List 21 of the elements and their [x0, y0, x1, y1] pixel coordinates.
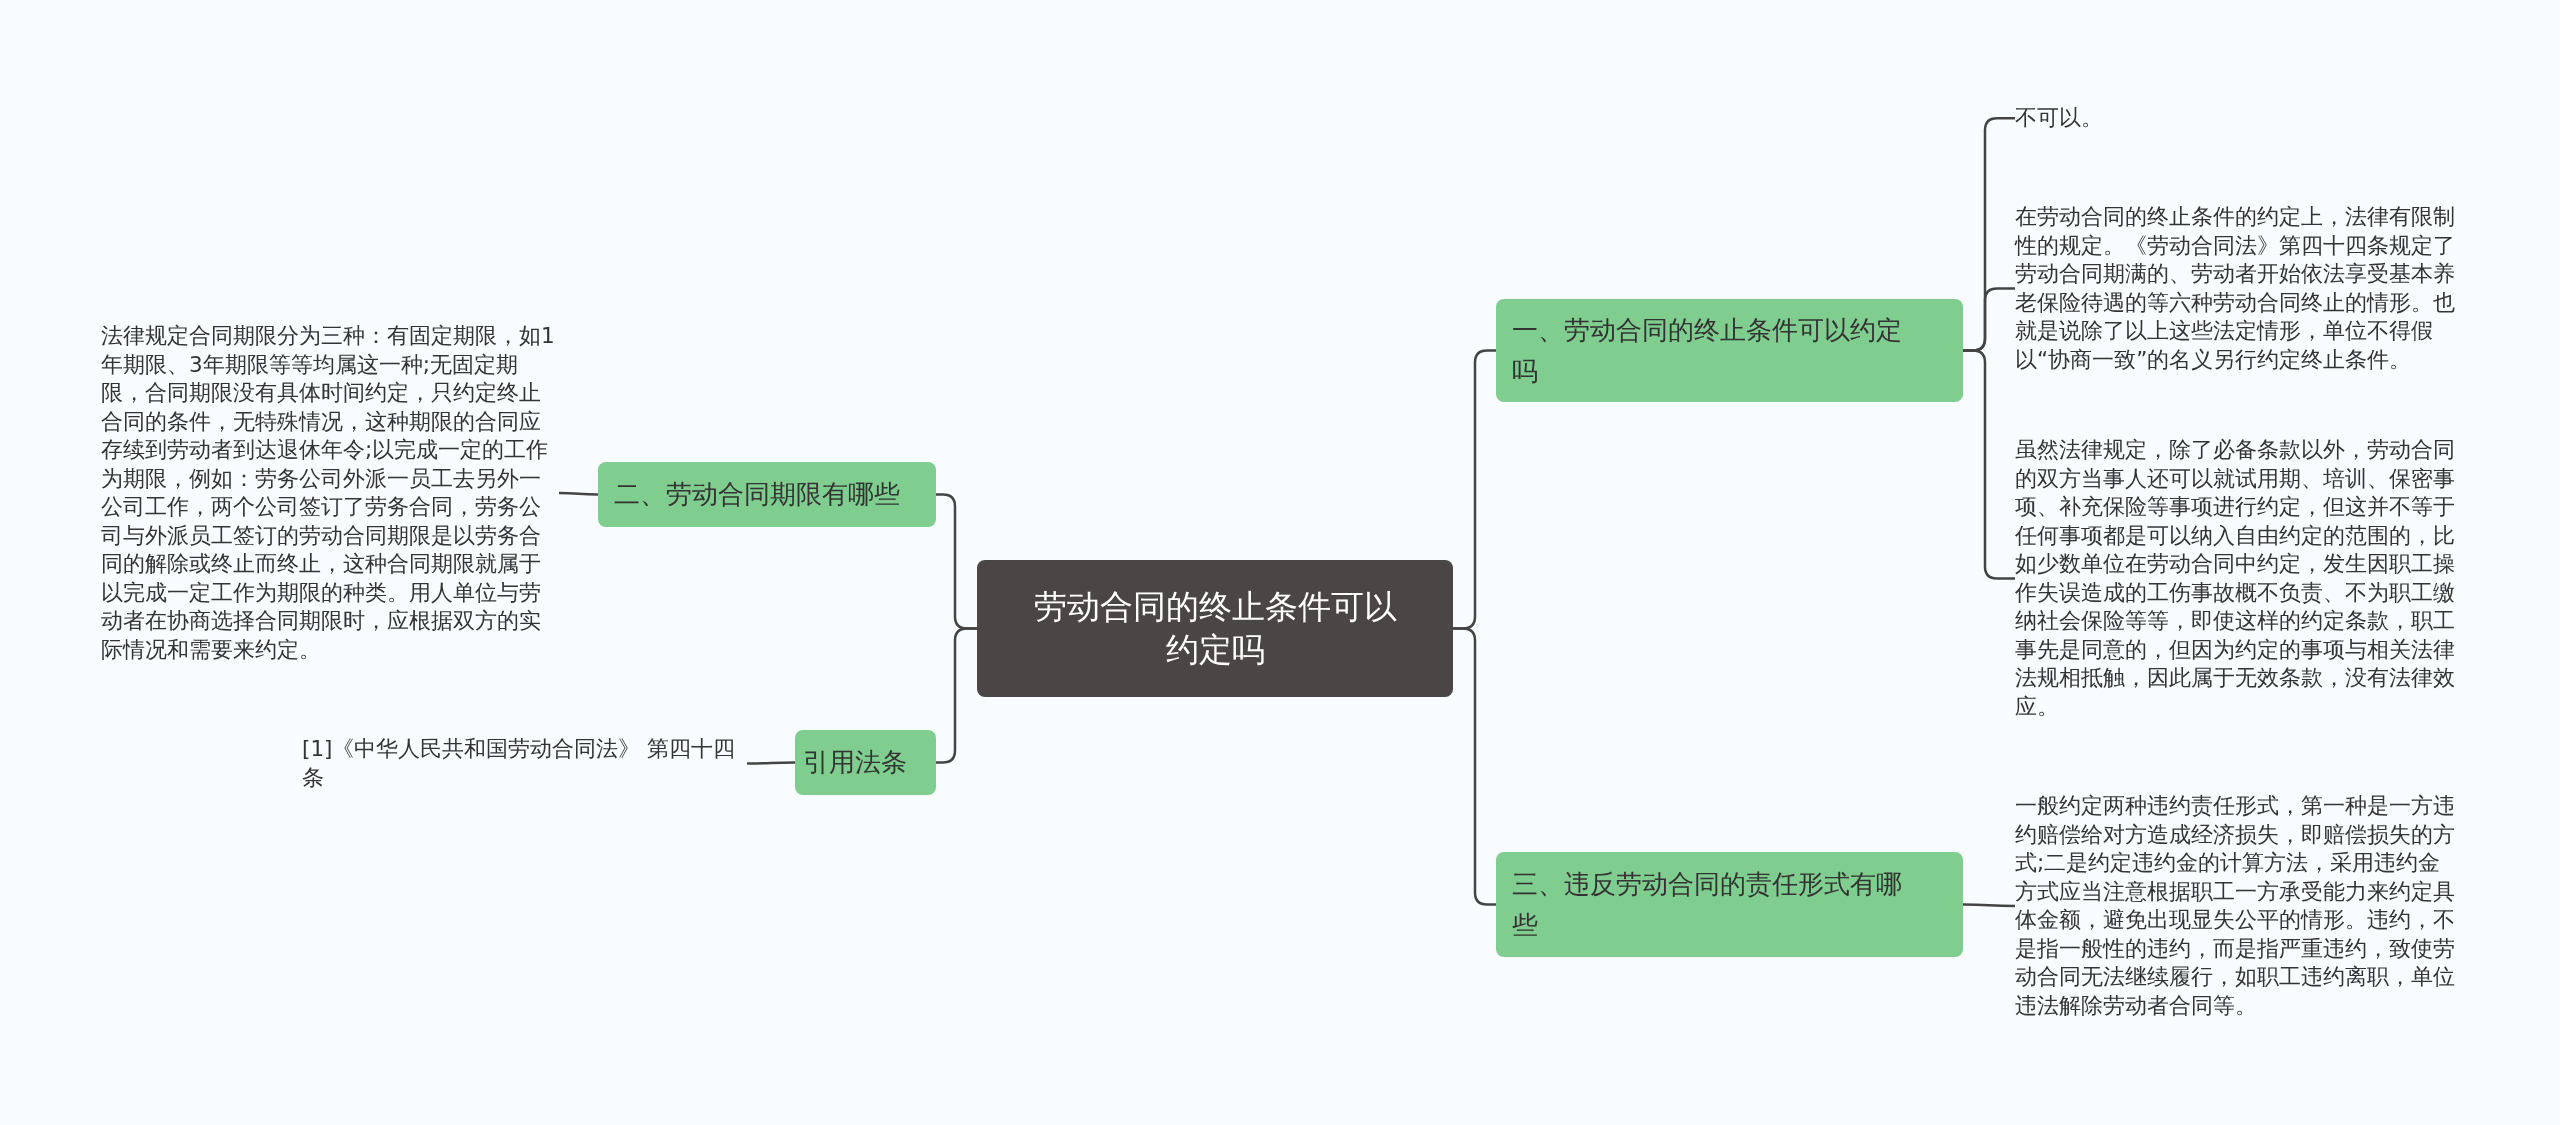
topic-box: [598, 462, 936, 527]
note-text: 法律规定合同期限分为三种：有固定期限，如1年期限、3年期限等等均属这一种;无固定期限，合同期限没有具体时间约定，只约定终止合同的条件，无特殊情况，这种期限的合同应存续到劳动者到达退休年令;以完成一定的工作为期限，例如：劳务公司外派一员工去另外一公司工作，两个公司签订了劳务合同，劳务公司与外派员工签订的劳动合同期限是以劳务合同的解除或终止而终止，这种合同期限就属于以完成一定工作为期限的种类。用人单位与劳动者在协商选择合同期限时，应根据双方的实际情况和需要来约定。: [101, 322, 559, 664]
note-text: 不可以。: [2015, 104, 2460, 133]
connector-line: [936, 627, 977, 764]
note-text: [1]《中华人民共和国劳动合同法》 第四十四条: [302, 735, 747, 792]
connector-line: [1453, 627, 1496, 906]
central-topic-text: 劳动合同的终止条件可以约定吗: [1032, 585, 1398, 671]
note-text: 虽然法律规定，除了必备条款以外，劳动合同的双方当事人还可以就试用期、培训、保密事项、补充保险等事项进行约定，但这并不等于任何事项都是可以纳入自由约定的范围的，比如少数单位在劳动合同中约定，发生因职工操作失误造成的工伤事故概不负责、不为职工缴纳社会保险等等，即使这样的约定条款，职工事先是同意的，但因为约定的事项与相关法律法规相抵触，因此属于无效条款，没有法律效应。: [2015, 436, 2460, 721]
topic-text: 三、违反劳动合同的责任形式有哪些: [1512, 868, 1903, 942]
note-text: 一般约定两种违约责任形式，第一种是一方违约赔偿给对方造成经济损失，即赔偿损失的方式;二是约定违约金的计算方法，采用违约金方式应当注意根据职工一方承受能力来约定具体金额，避免出现显失公平的情形。违约，不是指一般性的违约，而是指严重违约，致使劳动合同无法继续履行，如职工违约离职，单位违法解除劳动者合同等。: [2015, 792, 2460, 1020]
topic-box: [795, 730, 936, 795]
topic-text: 一、劳动合同的终止条件可以约定吗: [1512, 314, 1903, 388]
connector-line: [559, 491, 598, 496]
central-topic-box: [977, 560, 1453, 697]
topic-box: [1496, 299, 1963, 402]
connector-line: [1963, 903, 2015, 908]
topic-box: [1496, 852, 1963, 957]
topic-text: 二、劳动合同期限有哪些: [614, 478, 900, 512]
topic-text: 引用法条: [803, 746, 907, 780]
note-text: 在劳动合同的终止条件的约定上，法律有限制性的规定。《劳动合同法》第四十四条规定了劳动合同期满的、劳动者开始依法享受基本养老保险待遇的等六种劳动合同终止的情形。也就是说除了以上这些法定情形，单位不得假以“协商一致”的名义另行约定终止条件。: [2015, 203, 2460, 374]
connector-line: [747, 761, 795, 765]
